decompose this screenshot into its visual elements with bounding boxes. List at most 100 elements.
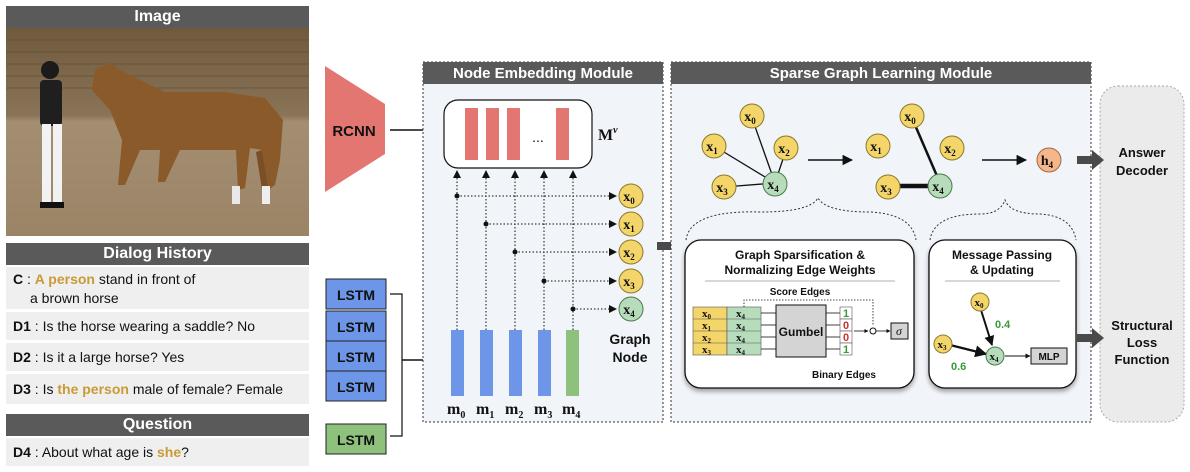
caption-rest: stand in front of	[94, 271, 196, 287]
caption-tag: C	[13, 271, 24, 287]
graph-node-x2-label: x2	[623, 246, 635, 262]
lstm-label-1: LSTM	[337, 287, 375, 303]
binary-edge-2: 0	[843, 332, 849, 344]
graph-node-x3	[618, 268, 644, 294]
svg-text:x4: x4	[736, 320, 746, 333]
svg-text:x4: x4	[990, 351, 1000, 364]
mlp-label: MLP	[1038, 352, 1059, 363]
binary-edge-3: 1	[843, 344, 849, 356]
m4-label: m4	[562, 401, 580, 421]
question-header: Question	[6, 414, 309, 436]
svg-text:x0: x0	[702, 308, 712, 321]
m2-label: m2	[505, 401, 523, 421]
d3-pre: Is	[42, 381, 58, 397]
lstm-block-1	[325, 278, 387, 310]
h4-node	[1036, 147, 1062, 173]
answer-decoder-label-1: Answer	[1119, 145, 1166, 160]
graph-node-x3-label: x3	[623, 275, 635, 291]
binary-edge-1: 0	[843, 320, 849, 332]
d3-sep: :	[30, 381, 43, 397]
sigma-label: σ	[896, 324, 903, 338]
gumbel-box	[775, 304, 827, 358]
lstm-block-2	[325, 310, 387, 342]
message-passing-title-1: Message Passing	[952, 248, 1052, 262]
d4-sep: :	[30, 444, 42, 460]
message-passing-title-2: & Updating	[970, 263, 1034, 277]
svg-text:x4: x4	[736, 308, 746, 321]
lstm-stack: LSTM LSTM LSTM LSTM LSTM	[325, 278, 387, 455]
lstm-label-4: LSTM	[337, 379, 375, 395]
d1-tag: D1	[13, 318, 31, 334]
graph-node-x0-label: x0	[623, 190, 635, 206]
graph-node-x1	[618, 211, 644, 237]
loss-label-3: Function	[1115, 352, 1170, 367]
loss-label-2: Loss	[1127, 335, 1157, 350]
sparse-graph-module: Sparse Graph Learning Module x0 x1 x2 x3…	[670, 61, 1092, 423]
svg-text:x4: x4	[736, 344, 746, 357]
rcnn-label: RCNN	[332, 123, 375, 140]
svg-text:x3: x3	[702, 344, 712, 357]
graph-node-x4-label: x4	[623, 303, 635, 319]
d1-sep: :	[30, 318, 43, 334]
mlp-box	[1030, 347, 1068, 365]
rcnn-block: RCNN	[325, 66, 385, 192]
svg-text:x3: x3	[880, 181, 892, 197]
graph-node-x4	[618, 296, 644, 322]
svg-text:x1: x1	[706, 140, 718, 156]
d2-tag: D2	[13, 349, 31, 365]
d3-tag: D3	[13, 381, 31, 397]
sparsification-title-2: Normalizing Edge Weights	[724, 263, 875, 277]
svg-text:x4: x4	[932, 180, 944, 196]
svg-text:x2: x2	[702, 332, 712, 345]
svg-text:x0: x0	[744, 110, 756, 126]
d4-pre: About what age is	[41, 444, 157, 460]
caption-line2: a brown horse	[30, 290, 119, 306]
d4-tag: D4	[13, 444, 31, 460]
svg-text:x4: x4	[736, 332, 746, 345]
lstm-label-3: LSTM	[337, 349, 375, 365]
memory-ellipsis: ...	[532, 129, 544, 145]
caption-highlight: A person	[34, 271, 95, 287]
dialog-history-header: Dialog History	[6, 243, 309, 265]
d2-sep: :	[30, 349, 43, 365]
lstm-label-2: LSTM	[337, 319, 375, 335]
svg-text:x1: x1	[702, 320, 712, 333]
d3-highlight: the person	[57, 381, 129, 397]
dialog-caption: C : A person stand in front of a brown h…	[6, 267, 309, 309]
graph-node-x0	[618, 183, 644, 209]
sigma-box	[890, 322, 909, 340]
d4-post: ?	[181, 444, 189, 460]
graph-node-caption-2: Node	[613, 349, 648, 365]
sparsification-title-1: Graph Sparsification &	[735, 248, 865, 262]
weight-left: 0.6	[951, 361, 966, 373]
binary-edges-label: Binary Edges	[812, 370, 876, 381]
score-edges-label: Score Edges	[770, 287, 831, 298]
svg-text:x0: x0	[975, 297, 985, 310]
image-header: Image	[6, 6, 309, 28]
m0-label: m0	[447, 401, 465, 421]
gumbel-label: Gumbel	[779, 325, 824, 339]
node-embedding-module: Node Embedding Module ... Mv	[422, 61, 664, 423]
answer-decoder-label-2: Decoder	[1116, 163, 1168, 178]
m1-label: m1	[476, 401, 494, 421]
dialog-d1: D1 : Is the horse wearing a saddle? No	[6, 312, 309, 340]
graph-node-caption-1: Graph	[609, 331, 650, 347]
d4-highlight: she	[157, 444, 182, 460]
h4-label: h4	[1041, 154, 1054, 170]
svg-text:x3: x3	[938, 339, 948, 352]
svg-text:x2: x2	[944, 142, 956, 158]
dialog-d3: D3 : Is the person male of female? Femal…	[6, 374, 309, 404]
svg-text:x2: x2	[778, 142, 790, 158]
binary-edge-0: 1	[843, 308, 849, 320]
lstm-block-5	[325, 423, 387, 455]
lstm-block-4	[325, 370, 387, 402]
caption-sep: :	[23, 271, 35, 287]
svg-text:x1: x1	[870, 140, 882, 156]
svg-text:x3: x3	[716, 181, 728, 197]
svg-text:x0: x0	[904, 110, 916, 126]
loss-label-1: Structural	[1111, 318, 1172, 333]
graph-node-x2	[618, 239, 644, 265]
lstm-label-5: LSTM	[337, 432, 375, 448]
lstm-block-3	[325, 340, 387, 372]
